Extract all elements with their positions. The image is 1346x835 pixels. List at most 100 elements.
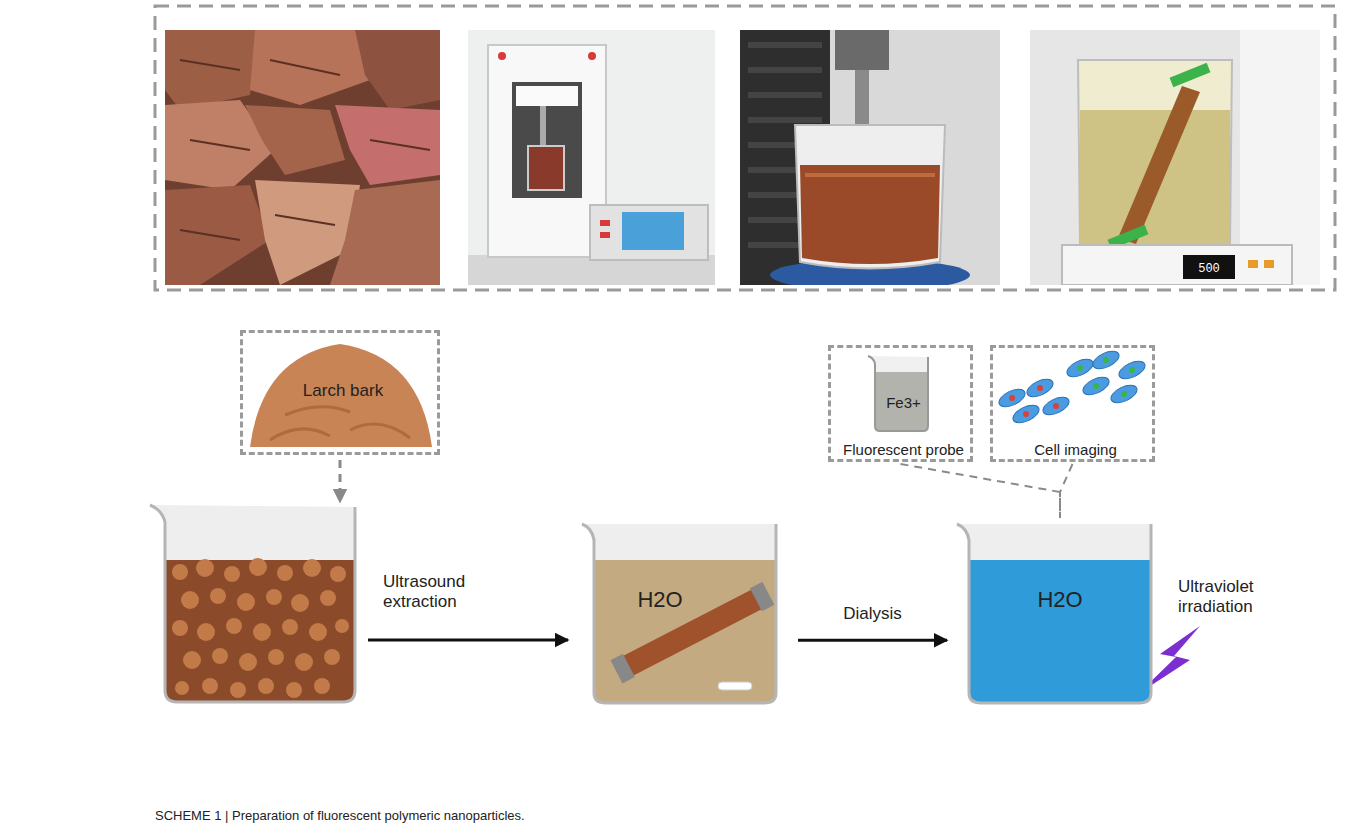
- tube-clip: [610, 654, 634, 684]
- bark-photo-part: [250, 30, 370, 105]
- raw-beaker-part-part: [239, 653, 257, 671]
- raw-beaker-part-part: [309, 623, 327, 641]
- ultrasound-machine-photo-part: [600, 220, 610, 226]
- node-text: Cell imaging: [1034, 441, 1117, 458]
- cells-part: [1077, 357, 1135, 397]
- beaker-outline: [955, 520, 1165, 705]
- dashed-link: [1060, 464, 1073, 518]
- sonication-photo-part: [800, 165, 940, 264]
- ultrasound-machine-photo-part: [622, 212, 684, 250]
- bark-photo-part: [165, 30, 260, 110]
- cells-part: [1116, 358, 1147, 383]
- node-text: H2O: [1037, 587, 1082, 612]
- label-text: 500: [1198, 262, 1220, 276]
- raw-beaker-part-part: [277, 565, 293, 581]
- cells-part-part: [1009, 395, 1015, 401]
- raw-beaker-part-part: [258, 678, 274, 694]
- cells-part: [1040, 394, 1071, 419]
- node-text: Fluorescent probe: [843, 441, 964, 458]
- dialysis-tube: [610, 582, 774, 684]
- cells-part-part: [1103, 357, 1109, 363]
- ultrasound-machine-photo-part: [512, 82, 582, 198]
- cells-part: [1009, 385, 1059, 417]
- label-text: Ultraviolet irradiation: [1178, 577, 1254, 616]
- ultrasound-machine-photo-part: [540, 106, 546, 146]
- raw-beaker-part-part: [210, 588, 226, 604]
- raw-beaker-part-part: [175, 681, 189, 695]
- cells-part-part: [1037, 385, 1043, 391]
- raw-beaker-part-part: [249, 558, 267, 576]
- dialysis-photo-part: [1264, 260, 1274, 268]
- text-slot: H2O: [637, 587, 682, 612]
- label-text: Ultrasound extraction: [383, 572, 465, 611]
- cells-part-part: [1053, 403, 1059, 409]
- raw-beaker-part-part: [286, 682, 302, 698]
- bark-photo-part: [165, 185, 270, 285]
- raw-beaker: [150, 505, 355, 702]
- raw-beaker-part-part: [197, 623, 215, 641]
- raw-beaker-part-part: [295, 653, 313, 671]
- ultrasound-machine-photo: [468, 30, 715, 285]
- text-slot: Fe3+: [886, 394, 921, 411]
- ultrasound-machine-photo-part: [588, 52, 596, 60]
- raw-beaker-part-part: [291, 594, 309, 612]
- cells-part: [996, 386, 1027, 411]
- raw-beaker-part: [150, 505, 355, 702]
- beaker-glass: [957, 524, 1151, 703]
- photo-frame: [155, 6, 1335, 290]
- display-reading: 500: [1183, 257, 1235, 276]
- beaker-liquid: [969, 560, 1151, 703]
- cells-part: [1108, 382, 1139, 407]
- node-text: Fe3+: [886, 394, 921, 411]
- ultrasound-machine-photo-part: [498, 52, 506, 60]
- cells-part: [1090, 348, 1121, 373]
- cells-part-part: [1077, 365, 1083, 371]
- cells-part: [1064, 356, 1095, 381]
- beaker-glass: [582, 524, 776, 703]
- raw-beaker-part-part: [303, 559, 321, 577]
- raw-beaker-part-part: [172, 620, 188, 636]
- dialysis-photo-part: [1118, 86, 1200, 244]
- bark-powder-part: [270, 407, 410, 440]
- raw-beaker-part-part: [314, 678, 330, 694]
- raw-beaker-part-part: [183, 651, 201, 669]
- text-slot: Cell imaging: [1034, 441, 1117, 458]
- cells-part-part: [1129, 367, 1135, 373]
- bark-photo-part: [330, 180, 440, 285]
- cells-part: [1010, 402, 1041, 427]
- ultrasound-machine-photo-part: [590, 205, 708, 260]
- raw-beaker-part: [150, 505, 355, 702]
- raw-beaker-part-part: [196, 559, 214, 577]
- sonication-photo: [740, 30, 1000, 285]
- raw-beaker-part-part: [202, 678, 218, 694]
- raw-beaker-part-part: [224, 566, 240, 582]
- dialysis-photo-part: [1062, 245, 1292, 285]
- probe-beaker-part: [868, 356, 928, 431]
- sonication-photo-part: [740, 30, 1000, 285]
- ultrasound-machine-photo-part: [600, 232, 610, 238]
- beaker-wall: [957, 524, 1151, 703]
- probe-beaker-part: [868, 356, 928, 431]
- raw-beaker-part-part: [212, 648, 228, 664]
- raw-beaker-part-part: [282, 619, 298, 635]
- ultrasound-machine-photo-part: [488, 45, 606, 257]
- bark-photo-part: [355, 30, 440, 110]
- raw-beaker-part: [172, 558, 349, 698]
- bark-powder-part: [250, 344, 432, 447]
- caption-text: SCHEME 1 | Preparation of fluorescent po…: [155, 808, 525, 823]
- figure-caption: SCHEME 1 | Preparation of fluorescent po…: [155, 805, 1305, 824]
- probe-beaker: [868, 356, 928, 431]
- stir-bar: [718, 682, 752, 690]
- bark-powder: [250, 344, 432, 447]
- cells: [996, 348, 1147, 427]
- cells-part-part: [1121, 391, 1127, 397]
- ultrasound-machine-photo-part: [528, 146, 564, 190]
- step-label: Ultrasound extraction: [383, 572, 533, 613]
- tube-clip: [750, 582, 774, 612]
- cells-part-part: [1093, 383, 1099, 389]
- raw-beaker-part-part: [266, 589, 282, 605]
- text-slot: Fluorescent probe: [843, 441, 964, 458]
